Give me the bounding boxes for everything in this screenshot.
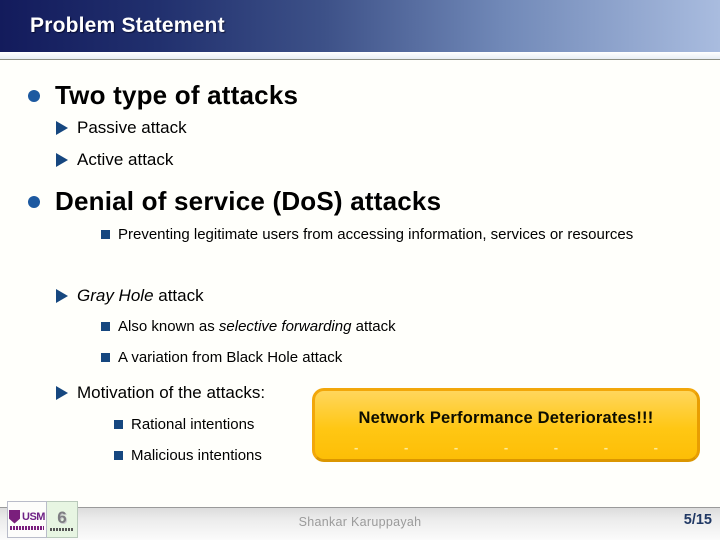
bullet-text: Gray Hole attack <box>77 286 204 306</box>
callout-highlight-dashes: - - - - - - - <box>354 440 658 455</box>
bullet-text: A variation from Black Hole attack <box>118 349 343 366</box>
bullet-dot-icon <box>28 89 40 102</box>
bullet-text: Malicious intentions <box>131 447 262 464</box>
usm-logo-caption <box>10 525 44 530</box>
bullet-row: Rational intentions <box>114 416 254 433</box>
text-segment: attack <box>153 286 204 305</box>
bullet-row: Denial of service (DoS) attacks <box>28 186 441 217</box>
usm-crest-icon <box>9 509 21 524</box>
footer-bar <box>0 507 720 540</box>
bullet-row: Motivation of the attacks: <box>56 383 265 403</box>
text-segment: Also known as <box>118 318 219 335</box>
text-segment: attack <box>351 318 396 335</box>
nav6-logo-caption <box>50 527 74 531</box>
bullet-text: Rational intentions <box>131 416 255 433</box>
bullet-row: A variation from Black Hole attack <box>101 345 342 371</box>
slide-title: Problem Statement <box>30 14 225 37</box>
bullet-dot-icon <box>28 195 40 208</box>
bullet-row: Malicious intentions <box>114 447 262 464</box>
page-number: 5/15 <box>683 512 712 528</box>
triangle-bullet-icon <box>56 121 68 135</box>
bullet-row: Two type of attacks <box>28 80 298 111</box>
square-bullet-icon <box>114 451 123 460</box>
usm-logo-top: USM <box>9 509 45 524</box>
square-bullet-icon <box>101 322 110 331</box>
bullet-text: Denial of service (DoS) attacks <box>55 186 442 216</box>
bullet-text: Active attack <box>77 150 174 169</box>
text-segment-italic: selective forwarding <box>218 318 352 335</box>
square-bullet-icon <box>101 353 110 362</box>
bullet-text: Also known as selective forwarding attac… <box>118 314 396 340</box>
footer-author: Shankar Karuppayah <box>298 515 422 529</box>
bullet-text: Preventing legitimate users from accessi… <box>118 226 634 243</box>
callout-box: Network Performance Deteriorates!!! - - … <box>312 388 700 462</box>
usm-logo-text: USM <box>22 510 45 523</box>
bullet-text: Two type of attacks <box>55 80 299 110</box>
bullet-row: Active attack <box>56 150 173 170</box>
triangle-bullet-icon <box>56 386 68 400</box>
footer-logos: USM 6 <box>7 501 78 538</box>
bullet-row: Gray Hole attack <box>56 286 204 306</box>
text-segment-italic: Gray Hole <box>77 286 154 305</box>
triangle-bullet-icon <box>56 289 68 303</box>
bullet-row: Preventing legitimate users from accessi… <box>101 222 675 248</box>
square-bullet-icon <box>101 230 110 239</box>
bullet-text: Passive attack <box>77 118 187 137</box>
square-bullet-icon <box>114 420 123 429</box>
nav6-logo: 6 <box>47 501 78 538</box>
header-divider <box>0 52 720 60</box>
bullet-row: Also known as selective forwarding attac… <box>101 314 396 340</box>
slide-header: Problem Statement <box>0 0 720 52</box>
usm-logo: USM <box>7 501 47 538</box>
triangle-bullet-icon <box>56 153 68 167</box>
bullet-row: Passive attack <box>56 118 187 138</box>
nav6-logo-glyph: 6 <box>57 507 67 527</box>
bullet-text: Motivation of the attacks: <box>77 383 266 402</box>
callout-text: Network Performance Deteriorates!!! <box>358 409 654 427</box>
